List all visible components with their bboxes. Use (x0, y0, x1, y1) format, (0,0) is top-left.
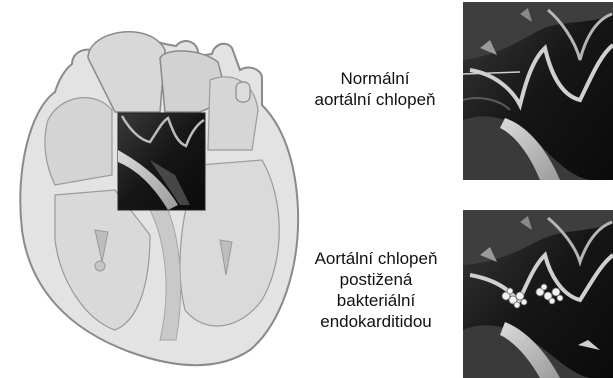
diseased-valve-label-line-4: endokarditidou (296, 311, 456, 332)
right-atrium (45, 98, 112, 185)
normal-valve-label-line-1: Normální (300, 68, 450, 89)
chordae-knot (95, 261, 105, 271)
diseased-valve-panel (463, 210, 613, 378)
normal-valve-label-line-2: aortální chlopeň (300, 89, 450, 110)
normal-valve-label: Normální aortální chlopeň (300, 68, 450, 110)
diseased-valve-label: Aortální chlopeň postižená bakteriální e… (296, 248, 456, 332)
normal-valve-panel (463, 2, 613, 180)
vessel-stub (236, 82, 250, 102)
valve-zoom-inset (118, 113, 205, 210)
diseased-valve-label-line-3: bakteriální (296, 290, 456, 311)
diseased-valve-label-line-2: postižená (296, 269, 456, 290)
diseased-valve-label-line-1: Aortální chlopeň (296, 248, 456, 269)
